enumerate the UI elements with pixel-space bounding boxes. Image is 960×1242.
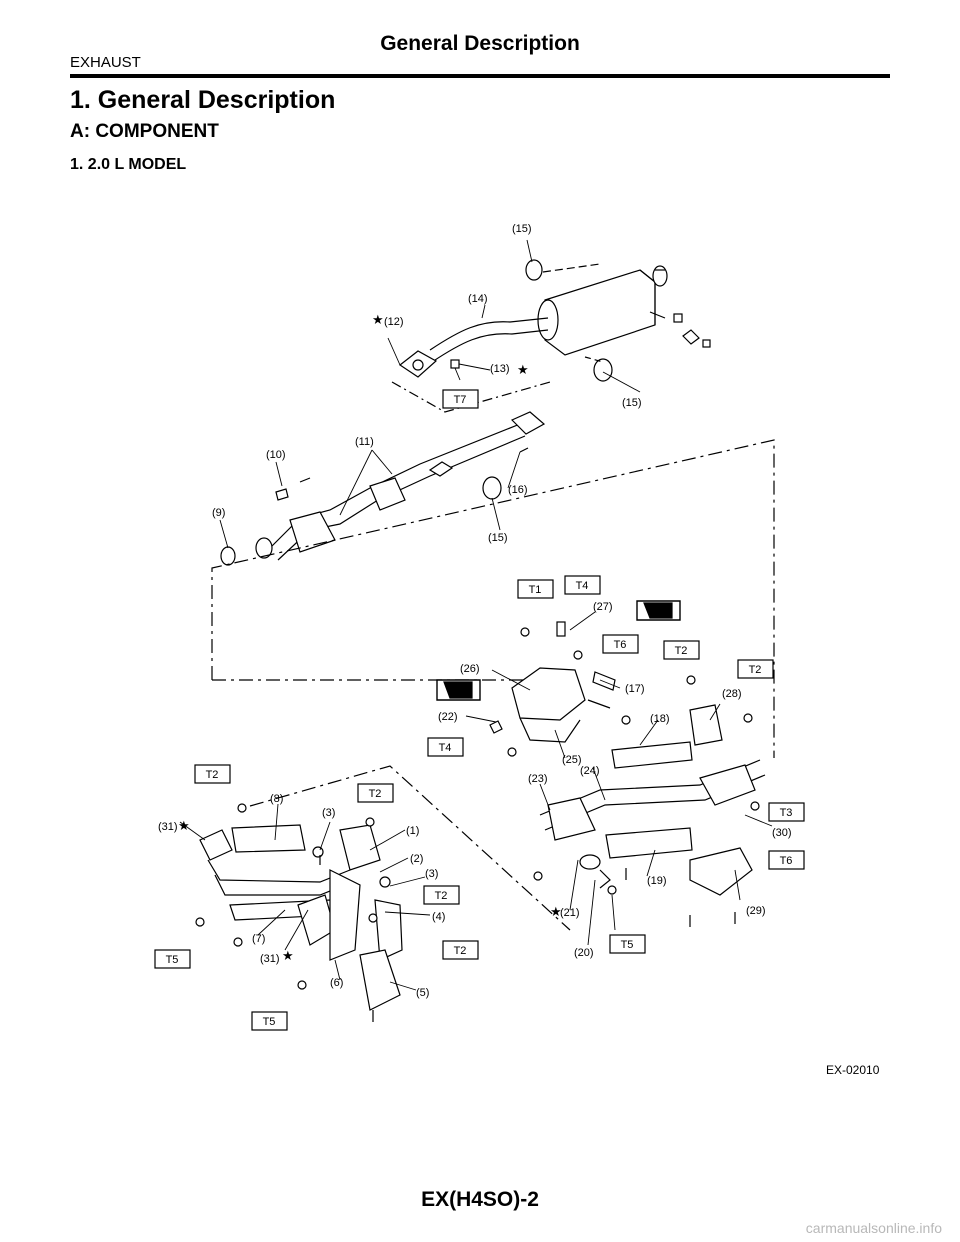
svg-text:★: ★: [178, 818, 190, 833]
torque-box-t1: T1: [517, 579, 554, 599]
callout-8: (8): [270, 793, 283, 805]
figure-code: EX-02010: [826, 1063, 880, 1077]
svg-text:T4: T4: [439, 742, 452, 754]
assembly-link-line: [211, 439, 775, 758]
svg-text:T6: T6: [614, 639, 627, 651]
svg-text:★: ★: [282, 948, 294, 963]
header-rule: [70, 74, 890, 78]
subsection-heading: A: COMPONENT: [70, 121, 219, 142]
callout-28: (28): [722, 688, 742, 700]
callout-6: (6): [330, 977, 343, 989]
callout-23: (23): [528, 773, 548, 785]
callout-17: (17): [625, 683, 645, 695]
callout-29: (29): [746, 905, 766, 917]
leader-lines: [179, 239, 773, 991]
callout-5: (5): [416, 987, 429, 999]
header-title: General Description: [380, 32, 580, 55]
manifold-boundary-line: [249, 765, 571, 931]
callout-18: (18): [650, 713, 670, 725]
callout-11: (11): [355, 436, 374, 448]
callout-2: (2): [410, 853, 423, 865]
torque-box-t5c: T5: [251, 1011, 288, 1031]
callout-15c: (15): [488, 532, 508, 544]
torque-boxes: T7 T1 T4 T6 T2 T2 T4 T2 T2 T3 T6 T2 T2 T…: [154, 389, 805, 1031]
callout-31a: (31): [158, 821, 178, 833]
svg-text:T2: T2: [749, 664, 762, 676]
torque-box-t2d: T2: [357, 783, 394, 803]
callout-31b: (31): [260, 953, 280, 965]
upper-cover: [489, 621, 616, 757]
torque-box-t2e: T2: [423, 885, 460, 905]
svg-text:T5: T5: [621, 939, 634, 951]
star-marks: ★ ★ ★ ★ ★: [178, 312, 562, 963]
svg-text:T4: T4: [576, 580, 589, 592]
callout-3b: (3): [425, 868, 438, 880]
svg-text:★: ★: [372, 312, 384, 327]
svg-text:★: ★: [550, 904, 562, 919]
svg-text:T3: T3: [780, 807, 793, 819]
svg-text:T2: T2: [435, 890, 448, 902]
torque-box-t7: T7: [442, 389, 479, 409]
torque-box-t2a: T2: [663, 640, 700, 660]
rear-muffler: [525, 259, 711, 382]
svg-text:T5: T5: [263, 1016, 276, 1028]
callout-4: (4): [432, 911, 445, 923]
torque-box-t2f: T2: [442, 940, 479, 960]
torque-box-t6a: T6: [602, 634, 639, 654]
callout-26: (26): [460, 663, 480, 675]
center-pipe: [391, 317, 551, 413]
callout-21: (21): [560, 907, 580, 919]
svg-text:T5: T5: [166, 954, 179, 966]
callout-labels: (15) (14) (12) (13) (15) (10) (11) (9) (…: [158, 223, 792, 999]
callout-20: (20): [574, 947, 594, 959]
svg-text:★: ★: [517, 362, 529, 377]
torque-box-t5a: T5: [609, 934, 646, 954]
callout-7: (7): [252, 933, 265, 945]
header-section: EXHAUST: [70, 54, 141, 71]
callout-30: (30): [772, 827, 792, 839]
svg-text:T2: T2: [675, 645, 688, 657]
torque-box-t5b: T5: [154, 949, 191, 969]
callout-22: (22): [438, 711, 458, 723]
callout-3a: (3): [322, 807, 335, 819]
callout-24: (24): [580, 765, 600, 777]
callout-13: (13): [490, 363, 510, 375]
callout-27: (27): [593, 601, 613, 613]
section-heading: 1. General Description: [70, 86, 336, 114]
callout-15a: (15): [512, 223, 532, 235]
callout-10: (10): [266, 449, 286, 461]
page-number: EX(H4SO)-2: [421, 1188, 539, 1211]
svg-text:T7: T7: [454, 394, 467, 406]
model-heading: 1. 2.0 L MODEL: [70, 156, 187, 173]
watermark: carmanualsonline.info: [805, 1220, 942, 1236]
callout-12: (12): [384, 316, 404, 328]
svg-text:T1: T1: [529, 584, 542, 596]
front-pipe: [220, 411, 546, 566]
torque-box-t2c: T2: [194, 764, 231, 784]
callout-16: (16): [508, 484, 528, 496]
callout-1: (1): [406, 825, 419, 837]
svg-text:T2: T2: [454, 945, 467, 957]
torque-box-t4b: T4: [427, 737, 464, 757]
svg-text:T2: T2: [369, 788, 382, 800]
callout-14: (14): [468, 293, 488, 305]
callout-9: (9): [212, 507, 225, 519]
callout-19: (19): [647, 875, 667, 887]
callout-25: (25): [562, 754, 582, 766]
torque-box-t3: T3: [768, 802, 805, 822]
svg-text:T6: T6: [780, 855, 793, 867]
torque-box-t4a: T4: [564, 575, 601, 595]
torque-box-t2b: T2: [737, 659, 774, 679]
exhaust-manifold: [195, 803, 403, 1022]
callout-15b: (15): [622, 397, 642, 409]
torque-box-t6b: T6: [768, 850, 805, 870]
grease-tube-icon: [436, 600, 681, 701]
rear-exhaust-pipe: [533, 675, 766, 927]
svg-text:T2: T2: [206, 769, 219, 781]
